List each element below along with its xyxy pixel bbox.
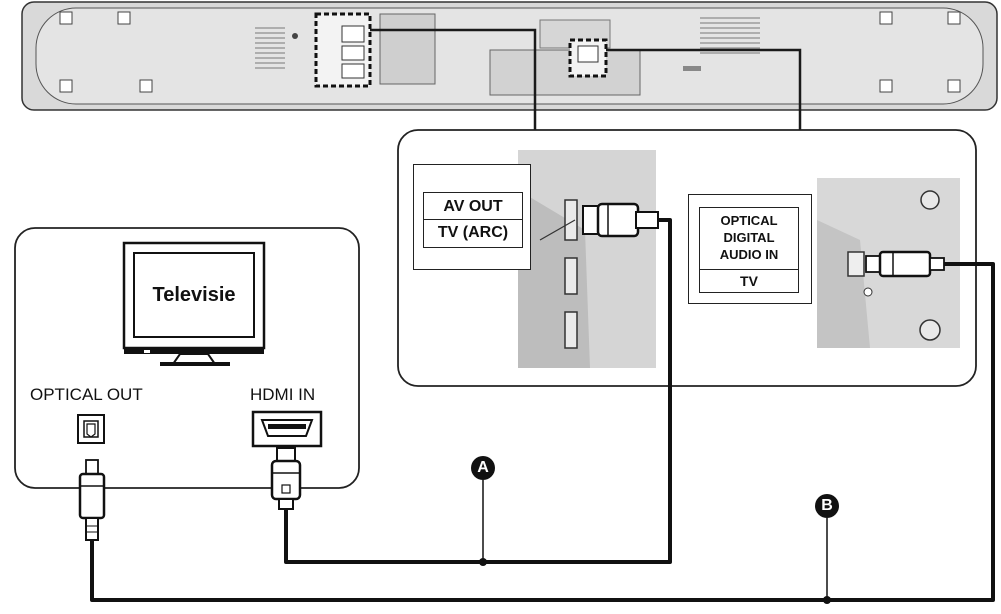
optical-terminal-label: OPTICAL DIGITAL AUDIO IN TV xyxy=(688,194,812,304)
optical-plug-tv xyxy=(78,459,106,541)
optical-plug-detail xyxy=(865,250,945,278)
tv-set xyxy=(122,241,266,366)
tv-screen-label: Televisie xyxy=(152,284,236,306)
hdmi-plug-tv xyxy=(270,447,302,510)
leader-lines xyxy=(370,28,802,130)
cable-a-hdmi xyxy=(284,218,672,564)
optical-label-line2: DIGITAL xyxy=(723,230,775,245)
cable-a-badge: A xyxy=(471,456,495,480)
hdmi-label-line1: AV OUT xyxy=(424,193,522,220)
optical-label-line1: OPTICAL xyxy=(720,213,778,228)
optical-label-line4: TV xyxy=(740,273,758,289)
hdmi-plug-detail xyxy=(582,202,659,238)
hdmi-terminal-photo xyxy=(518,150,656,368)
hdmi-in-label: HDMI IN xyxy=(250,385,316,404)
optical-out-label: OPTICAL OUT xyxy=(30,385,143,404)
optical-label-line3: AUDIO IN xyxy=(719,247,779,262)
hdmi-label-line2: TV (ARC) xyxy=(437,224,509,241)
cable-b-optical xyxy=(90,262,995,602)
hdmi-terminal-label: AV OUT TV (ARC) xyxy=(413,164,531,270)
soundbar-rear xyxy=(21,1,998,111)
cable-b-badge: B xyxy=(815,494,839,518)
hdmi-in-port xyxy=(251,410,323,448)
optical-out-port xyxy=(77,414,105,444)
